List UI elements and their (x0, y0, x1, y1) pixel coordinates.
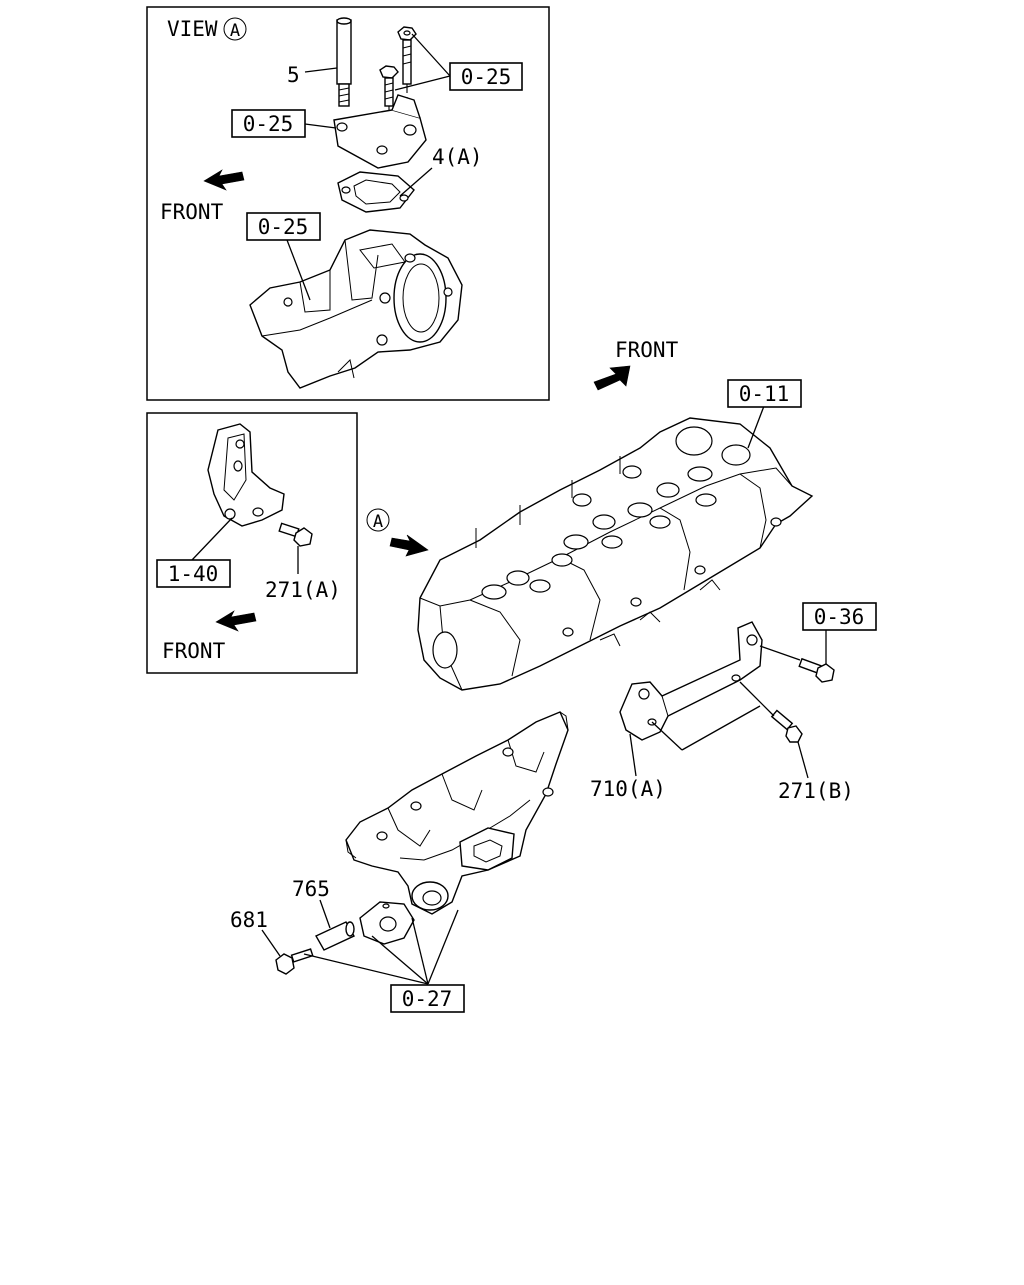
leader-025-a2 (394, 75, 451, 91)
view-marker-letter: A (230, 21, 240, 41)
leader-025-a1 (411, 33, 451, 77)
view-direction-arrow (389, 534, 429, 557)
bolt-part-271b[interactable] (770, 709, 803, 743)
part-label-271a: 271(A) (265, 578, 341, 602)
bracket-plate[interactable] (333, 94, 427, 169)
bracket-part-710a[interactable] (619, 621, 763, 741)
bracket-detail-frame (146, 412, 358, 674)
ref-box-011[interactable] (727, 379, 802, 408)
ref-label-025-a: 0-25 (461, 65, 512, 89)
front-arrow-main (593, 365, 631, 391)
bolt-part-271a[interactable] (278, 522, 313, 547)
flange-gasket[interactable] (359, 901, 415, 945)
ref-box-140[interactable] (156, 559, 231, 588)
ref-label-025-c: 0-25 (258, 215, 309, 239)
leader-027-a (303, 953, 429, 985)
leader-027-b (371, 935, 429, 985)
leader-5 (304, 67, 338, 73)
leader-271b-a (739, 681, 775, 717)
ref-box-036[interactable] (802, 602, 877, 631)
part-label-5: 5 (287, 63, 300, 87)
ref-box-025-a[interactable] (449, 62, 523, 91)
front-label-view-a: FRONT (160, 200, 224, 224)
sleeve-part-765[interactable] (315, 921, 355, 951)
cylinder-head[interactable] (417, 417, 814, 691)
ref-box-025-c[interactable] (246, 212, 321, 241)
leader-765 (319, 899, 331, 929)
view-marker-circle (223, 17, 247, 41)
leader-027-d (427, 909, 459, 985)
part-label-681: 681 (230, 908, 268, 932)
leader-036-b (759, 645, 801, 661)
mounting-bracket-140[interactable] (207, 423, 285, 527)
ref-box-025-b[interactable] (231, 109, 306, 138)
stud-part-5[interactable] (336, 17, 352, 107)
ref-label-140: 1-40 (168, 562, 219, 586)
leader-710-link-b (681, 705, 761, 751)
view-title-text: VIEW (167, 17, 218, 41)
leader-011 (747, 405, 765, 449)
part-label-271b: 271(B) (778, 779, 854, 803)
nut-part[interactable] (397, 26, 417, 85)
leader-710a (629, 733, 637, 777)
leader-140 (191, 517, 233, 561)
ref-label-011: 0-11 (739, 382, 790, 406)
part-label-4a: 4(A) (432, 145, 483, 169)
front-arrow-view-a (203, 169, 245, 191)
leader-025-c (286, 239, 311, 301)
part-label-710a: 710(A) (590, 777, 666, 801)
gasket-part-4a[interactable] (337, 171, 415, 213)
leader-025-b (304, 123, 337, 129)
leader-271b (797, 741, 809, 779)
bolt-part-036[interactable] (798, 657, 835, 683)
ref-label-025-b: 0-25 (243, 112, 294, 136)
exhaust-manifold[interactable] (345, 711, 569, 915)
front-arrow-bracket (215, 610, 257, 632)
leader-710-link-a (651, 721, 683, 751)
front-label-main: FRONT (615, 338, 679, 362)
front-label-bracket: FRONT (162, 639, 226, 663)
leader-681 (261, 929, 281, 957)
ref-box-027[interactable] (390, 984, 465, 1013)
ref-label-036: 0-36 (814, 605, 865, 629)
leader-4a (399, 167, 433, 197)
turbo-housing[interactable] (249, 229, 463, 389)
nut-part-681[interactable] (275, 948, 314, 975)
marker-a-letter: A (373, 512, 383, 532)
leader-027-c (411, 917, 429, 985)
view-a-frame (146, 6, 550, 401)
part-label-765: 765 (292, 877, 330, 901)
marker-a-circle (366, 508, 390, 532)
ref-label-027: 0-27 (402, 987, 453, 1011)
view-a-title: VIEW A (167, 17, 247, 41)
